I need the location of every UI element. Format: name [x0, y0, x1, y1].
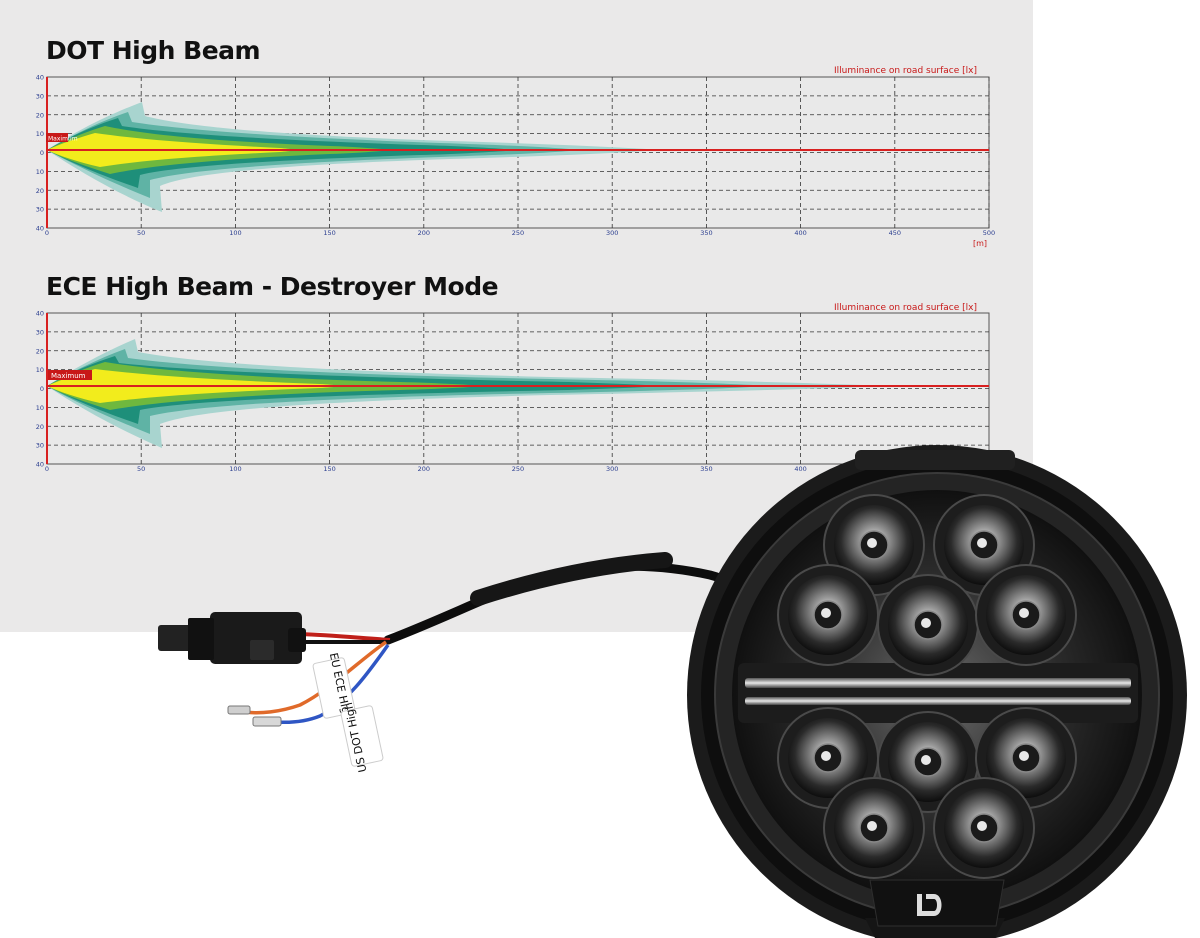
x-tick-label: 450: [889, 229, 901, 237]
y-tick-label: 10: [36, 404, 44, 412]
dot-beam-chart: Maximum Illuminance on road surface [lx]…: [36, 66, 995, 248]
x-unit-label: [m]: [973, 239, 987, 248]
pin-terminal: [227, 705, 251, 715]
maximum-marker-label: Maximum: [48, 136, 78, 143]
y-tick-label: 40: [36, 225, 44, 233]
ece-chart-heading: ECE High Beam - Destroyer Mode: [46, 272, 499, 301]
dot-chart-heading: DOT High Beam: [46, 36, 261, 65]
maximum-marker: [48, 370, 92, 380]
y-tick-label: 30: [36, 206, 44, 214]
x-tick-label: 400: [794, 229, 806, 237]
wiring-harness: EU ECE High US DOT High: [158, 552, 750, 774]
brand-logo: [869, 879, 1005, 927]
x-tick-label: 350: [700, 229, 712, 237]
pin-terminal: [252, 716, 282, 727]
x-tick-label: 200: [418, 465, 430, 473]
y-tick-label: 0: [40, 385, 44, 393]
y-tick-label: 30: [36, 328, 44, 336]
y-tick-label: 10: [36, 130, 44, 138]
led-headlight: [687, 445, 1187, 938]
heat-shrink-sleeve: [470, 552, 673, 606]
x-tick-label: 300: [606, 229, 618, 237]
led-reflector: [877, 574, 979, 676]
led-reflector: [975, 564, 1077, 666]
x-tick-label: 500: [983, 229, 995, 237]
maximum-marker-label: Maximum: [51, 372, 86, 380]
led-array: [777, 494, 1077, 879]
x-tick-label: 250: [512, 229, 524, 237]
y-tick-label: 30: [36, 442, 44, 450]
y-tick-label: 20: [36, 111, 44, 119]
chart-grid: [47, 313, 989, 464]
y-tick-label: 20: [36, 347, 44, 355]
x-tick-label: 0: [45, 229, 49, 237]
dot-wire-tag: US DOT High: [340, 701, 384, 774]
legend-label: Illuminance on road surface [lx]: [834, 303, 977, 313]
y-tick-label: 20: [36, 423, 44, 431]
x-tick-label: 100: [229, 465, 241, 473]
x-tick-label: 400: [794, 465, 806, 473]
x-tick-label: 200: [418, 229, 430, 237]
y-tick-label: 40: [36, 310, 44, 318]
x-tick-label: 350: [700, 465, 712, 473]
y-tick-label: 40: [36, 461, 44, 469]
x-tick-label: 150: [323, 229, 335, 237]
y-tick-label: 10: [36, 168, 44, 176]
y-tick-label: 20: [36, 187, 44, 195]
y-tick-label: 30: [36, 92, 44, 100]
y-tick-label: 0: [40, 149, 44, 157]
plug-connector: [158, 612, 306, 664]
x-tick-label: 100: [229, 229, 241, 237]
ece-beam-chart: Maximum Illuminance on road surface [lx]…: [36, 303, 990, 473]
x-tick-label: 0: [45, 465, 49, 473]
maximum-marker: [46, 133, 68, 142]
x-tick-label: 50: [137, 465, 145, 473]
ece-wire: [244, 640, 387, 715]
y-tick-label: 40: [36, 74, 44, 82]
legend-label: Illuminance on road surface [lx]: [834, 66, 977, 76]
x-tick-label: 150: [323, 465, 335, 473]
x-tick-label: 50: [137, 229, 145, 237]
y-tick-label: 10: [36, 366, 44, 374]
led-reflector: [777, 564, 879, 666]
led-reflector: [823, 777, 925, 879]
x-tick-label: 250: [512, 465, 524, 473]
led-reflector: [975, 707, 1077, 809]
x-tick-label: 300: [606, 465, 618, 473]
led-reflector: [933, 777, 1035, 879]
